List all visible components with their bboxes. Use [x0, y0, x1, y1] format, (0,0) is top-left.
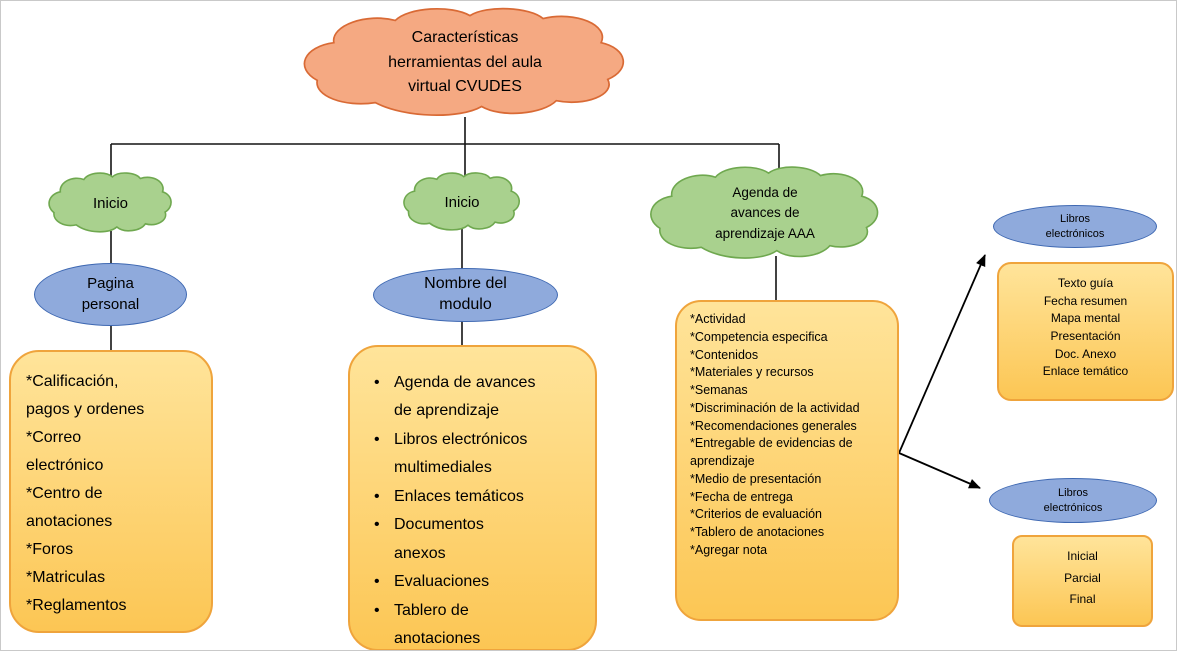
arrow-to-libros-bottom — [898, 452, 981, 489]
list-item: *Discriminación de la actividad — [690, 400, 860, 415]
list-item: Agenda de avances de aprendizaje — [374, 369, 595, 426]
list-item: *Agregar nota — [690, 542, 768, 557]
panel-libros-top: Texto guía Fecha resumen Mapa mental Pre… — [997, 262, 1174, 401]
node-libros-electronicos-bottom-label: Libros electrónicos — [1043, 487, 1103, 514]
list-item: Presentación — [1050, 328, 1121, 343]
list-item: Evaluaciones — [374, 568, 595, 596]
list-item: *Fecha de entrega — [690, 489, 793, 504]
panel-nombre-del-modulo: Agenda de avances de aprendizaje Libros … — [348, 345, 597, 650]
list-item: *Centro de anotaciones — [26, 485, 113, 530]
bullet-icon — [374, 597, 394, 650]
root-cloud: Características herramientas del aula vi… — [299, 5, 631, 121]
bullet-icon — [374, 511, 394, 568]
list-item: *Tablero de anotaciones — [690, 525, 825, 539]
list-item: Fecha resumen — [1043, 293, 1128, 308]
arrow-to-libros-top — [898, 254, 986, 454]
node-libros-electronicos-top-label: Libros electrónicos — [1045, 213, 1105, 240]
node-pagina-personal-label: Pagina personal — [81, 275, 140, 313]
list-item: Libros electrónicos multimediales — [374, 426, 595, 483]
node-libros-electronicos-bottom: Libros electrónicos — [989, 478, 1157, 523]
list-item: *Contenidos — [690, 347, 759, 362]
node-nombre-del-modulo: Nombre del modulo — [373, 268, 558, 322]
panel-agenda-aaa: *Actividad *Competencia especifica *Cont… — [675, 300, 899, 621]
list-item: *Reglamentos — [26, 597, 127, 614]
node-libros-electronicos-top: Libros electrónicos — [993, 205, 1157, 248]
bullet-icon — [374, 568, 394, 596]
list-item: Inicial — [1067, 549, 1098, 563]
branch3-cloud: Agenda de avances de aprendizaje AAA — [647, 164, 883, 263]
list-item: Documentos anexos — [374, 511, 595, 568]
node-pagina-personal: Pagina personal — [34, 263, 187, 326]
bullet-icon — [374, 426, 394, 483]
branch1-cloud: Inicio — [47, 171, 174, 235]
branch3-cloud-label: Agenda de avances de aprendizaje AAA — [715, 185, 815, 241]
list-item: Final — [1069, 592, 1096, 607]
list-item: *Competencia especifica — [690, 329, 828, 344]
list-item: *Calificación, pagos y ordenes — [26, 373, 145, 418]
list-item: *Criterios de evaluación — [690, 507, 823, 522]
node-nombre-del-modulo-label: Nombre del modulo — [424, 275, 507, 313]
bullet-icon — [374, 369, 394, 426]
list-item: *Materiales y recursos — [690, 365, 814, 380]
panel-pagina-personal: *Calificación, pagos y ordenes *Correo e… — [9, 350, 213, 633]
list-item: *Foros — [26, 541, 74, 558]
tree-connector — [110, 117, 780, 181]
list-item: *Actividad — [690, 312, 746, 326]
panel-libros-bottom: Inicial Parcial Final — [1012, 535, 1153, 627]
list-item: Enlace temático — [1042, 364, 1129, 379]
list-item: *Medio de presentación — [690, 471, 822, 486]
list-item: *Entregable de evidencias de aprendizaje — [690, 436, 853, 468]
list-item: Tablero de anotaciones — [374, 597, 595, 650]
list-item: *Correo electrónico — [26, 429, 104, 474]
list-item: Mapa mental — [1050, 311, 1121, 326]
branch1-cloud-label: Inicio — [92, 194, 129, 212]
list-item: *Semanas — [690, 383, 748, 397]
branch2-cloud: Inicio — [402, 171, 522, 233]
root-cloud-label: Características herramientas del aula vi… — [388, 28, 542, 96]
list-item: Doc. Anexo — [1054, 346, 1117, 361]
list-item: *Matriculas — [26, 569, 106, 586]
branch2-cloud-label: Inicio — [444, 193, 480, 211]
list-item: Parcial — [1064, 570, 1101, 585]
list-item: *Recomendaciones generales — [690, 418, 857, 433]
list-item: Enlaces temáticos — [374, 483, 595, 511]
bullet-icon — [374, 483, 394, 511]
list-item: Texto guía — [1057, 276, 1114, 290]
